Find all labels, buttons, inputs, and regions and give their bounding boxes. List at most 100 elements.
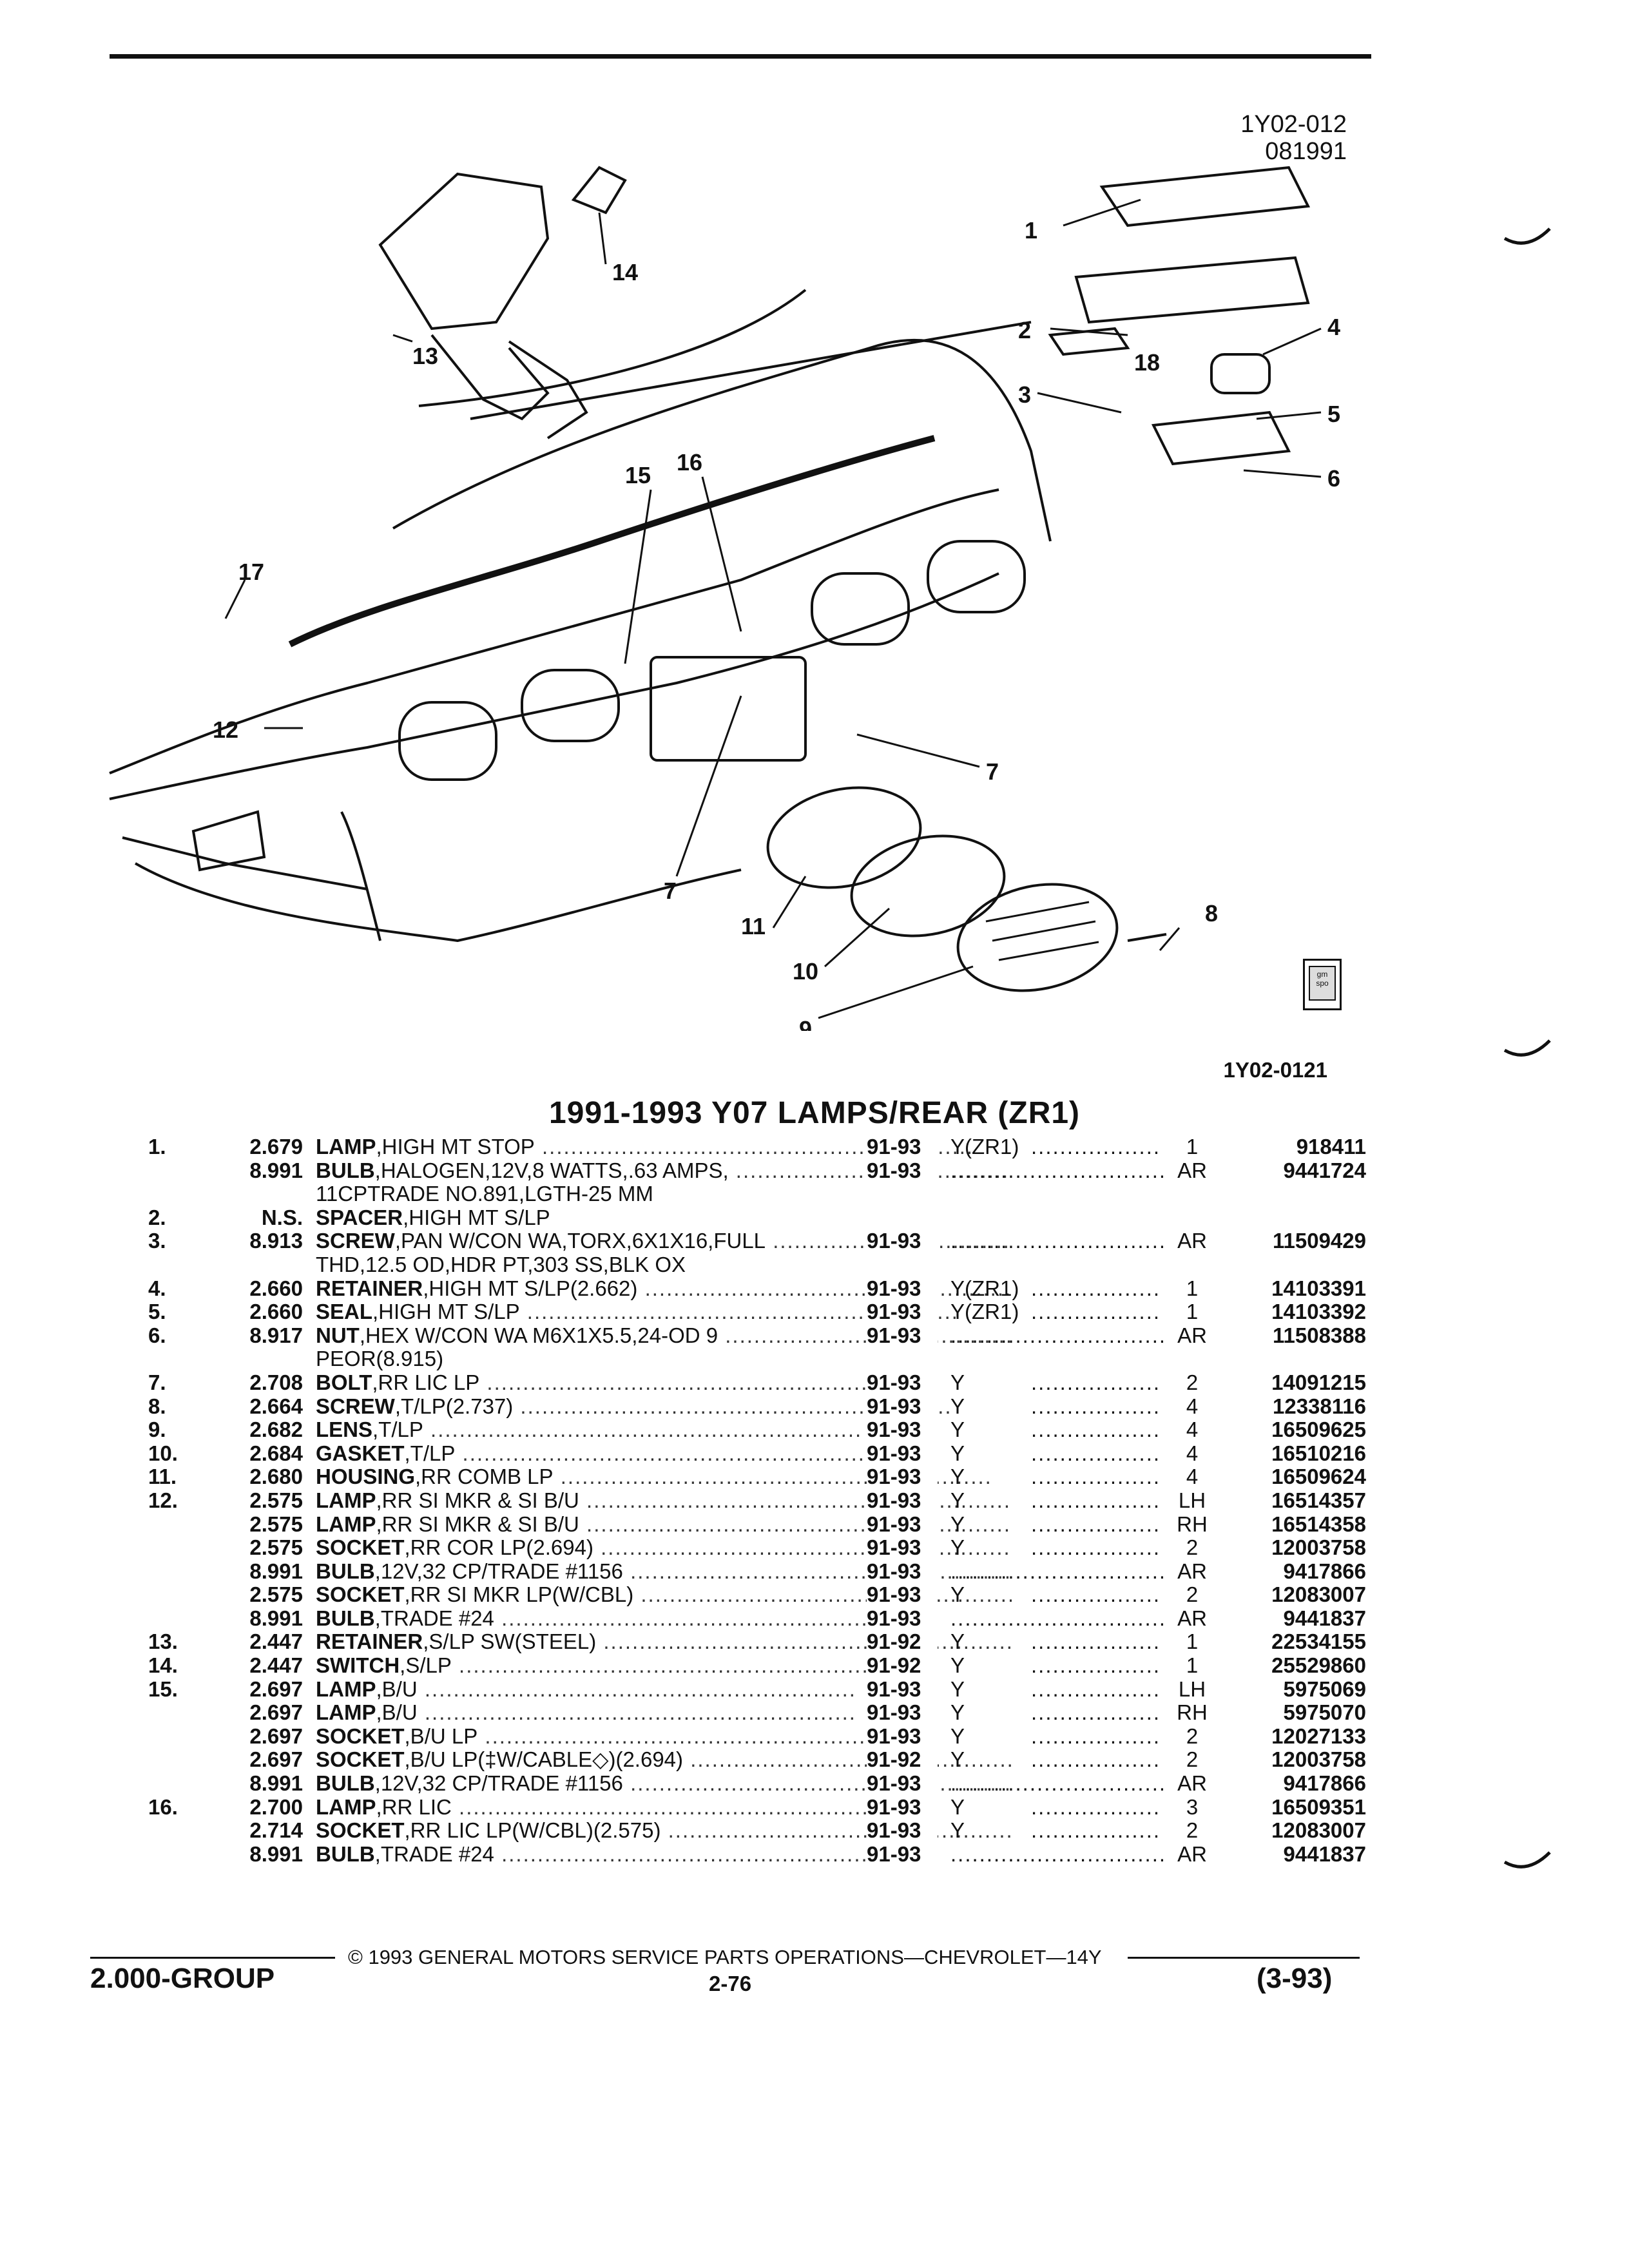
part-number: 5975070	[1283, 1700, 1366, 1725]
part-name: SOCKET	[316, 1748, 405, 1772]
parts-row: 2.697 SOCKET,B/U LP(‡W/CABLE◇)(2.694) ...…	[148, 1747, 1373, 1773]
part-number: 9441837	[1283, 1606, 1366, 1630]
part-detail: ,T/LP	[404, 1441, 456, 1465]
part-description: 11CPTRADE NO.891,LGTH-25 MM	[316, 1182, 1012, 1206]
part-name: BULB	[316, 1606, 375, 1630]
part-number: 12003758	[1271, 1747, 1366, 1772]
group-number: 2.447	[249, 1629, 303, 1654]
part-description: SCREW,PAN W/CON WA,TORX,6X1X16,FULL ....…	[316, 1229, 1012, 1253]
part-number: 14103391	[1271, 1276, 1366, 1300]
leader-dots: ........................................…	[950, 1606, 1163, 1630]
part-number: 16514358	[1271, 1512, 1366, 1536]
car-rear-body	[109, 289, 1052, 943]
part-number: 16509624	[1271, 1465, 1366, 1489]
group-number: 2.714	[249, 1818, 303, 1843]
part-detail: ,TRADE #24	[374, 1606, 494, 1630]
part-name: GASKET	[316, 1441, 405, 1465]
leader-dots: ........................................…	[950, 1842, 1163, 1866]
part-detail: ,T/LP(2.737)	[394, 1394, 514, 1418]
part-description: RETAINER,S/LP SW(STEEL) ................…	[316, 1630, 1012, 1654]
group-number: 2.697	[249, 1677, 303, 1701]
group-number: 2.684	[249, 1441, 303, 1465]
model-years: 91-93	[867, 1300, 938, 1324]
callout-12: 12	[213, 716, 238, 743]
model-code: Y	[950, 1394, 965, 1418]
leader-dots: ........................................…	[690, 1748, 1012, 1772]
part-name: HOUSING	[316, 1465, 416, 1489]
model-years: 91-93	[867, 1559, 938, 1584]
part-number: 12083007	[1271, 1582, 1366, 1607]
part-description: GASKET,T/LP ............................…	[316, 1442, 1012, 1466]
leader-dots: ........................................…	[1031, 1677, 1160, 1701]
leader-dots: ........................................…	[1031, 1795, 1160, 1819]
figure-code-top: 1Y02-012 081991	[1160, 111, 1347, 165]
part-name: SOCKET	[316, 1583, 405, 1607]
leader-dots: ........................................…	[1031, 1394, 1160, 1418]
part-detail: ,RR LIC LP	[372, 1370, 480, 1394]
leader-dots: ........................................…	[1031, 1300, 1160, 1324]
model-code: Y	[950, 1583, 965, 1607]
model-years: 91-93	[867, 1724, 938, 1749]
part-number: 25529860	[1271, 1653, 1366, 1678]
leader-dots: ........................................…	[644, 1276, 1012, 1300]
exploded-diagram: 1 2 3 4 5 6 7 7 8 9 10 11 12 13 14 15 16…	[97, 129, 1385, 1043]
leader-dots: ........................................…	[641, 1583, 1012, 1607]
group-number: 2.697	[249, 1747, 303, 1772]
part-number: 11509429	[1272, 1229, 1366, 1253]
parts-row: 2.N.S.SPACER,HIGH MT S/LP	[148, 1206, 1373, 1230]
leader-dots: ........................................…	[596, 1630, 1012, 1654]
model-years: 91-93	[867, 1488, 938, 1513]
quantity: AR	[1177, 1158, 1207, 1182]
model-code: Y	[950, 1370, 965, 1394]
item-number: 5.	[148, 1300, 166, 1324]
model-years: 91-93	[867, 1819, 938, 1843]
callout-4: 4	[1327, 314, 1340, 340]
quantity: 4	[1186, 1465, 1199, 1489]
leader-dots: ........................................…	[950, 1323, 1163, 1347]
quantity: 2	[1186, 1724, 1199, 1748]
scan-mark	[1503, 1851, 1551, 1869]
part-description: BULB,TRADE #24 .........................…	[316, 1607, 1012, 1631]
part-description: SOCKET,B/U LP(‡W/CABLE◇)(2.694) ........…	[316, 1748, 1012, 1772]
quantity: 1	[1186, 1276, 1199, 1300]
part-description: LENS,T/LP ..............................…	[316, 1418, 1012, 1442]
model-code: Y	[950, 1630, 965, 1654]
part-description: PEOR(8.915)	[316, 1347, 1012, 1371]
item-number: 10.	[148, 1441, 178, 1465]
part-name: SOCKET	[316, 1724, 405, 1748]
model-years: 91-93	[867, 1394, 938, 1419]
model-code: Y	[950, 1418, 965, 1442]
part-name: SCREW	[316, 1229, 395, 1253]
callout-15: 15	[625, 462, 651, 488]
part-number: 22534155	[1271, 1629, 1366, 1654]
item-number: 6.	[148, 1323, 166, 1347]
item-number: 1.	[148, 1135, 166, 1158]
part-detail: ,HIGH MT S/LP	[372, 1300, 520, 1324]
group-number: 2.575	[249, 1512, 303, 1536]
quantity: 2	[1186, 1747, 1199, 1772]
leader-dots: ........................................…	[1031, 1276, 1160, 1300]
part-name: BOLT	[316, 1370, 372, 1394]
leader-dots: ........................................…	[479, 1370, 919, 1394]
copyright-notice: © 1993 GENERAL MOTORS SERVICE PARTS OPER…	[348, 1946, 1102, 1968]
part-name: LENS	[316, 1418, 373, 1442]
part-detail: ,B/U	[376, 1701, 418, 1725]
leader-dots: ........................................…	[1031, 1441, 1160, 1465]
group-number: 8.913	[249, 1229, 303, 1253]
callout-14: 14	[612, 259, 638, 285]
quantity: AR	[1177, 1771, 1207, 1796]
model-years: 91-93	[867, 1535, 938, 1560]
callout-18: 18	[1134, 349, 1160, 376]
callout-13: 13	[412, 343, 438, 369]
part-detail: ,RR SI MKR & SI B/U	[376, 1512, 579, 1536]
callout-8: 8	[1205, 900, 1218, 927]
